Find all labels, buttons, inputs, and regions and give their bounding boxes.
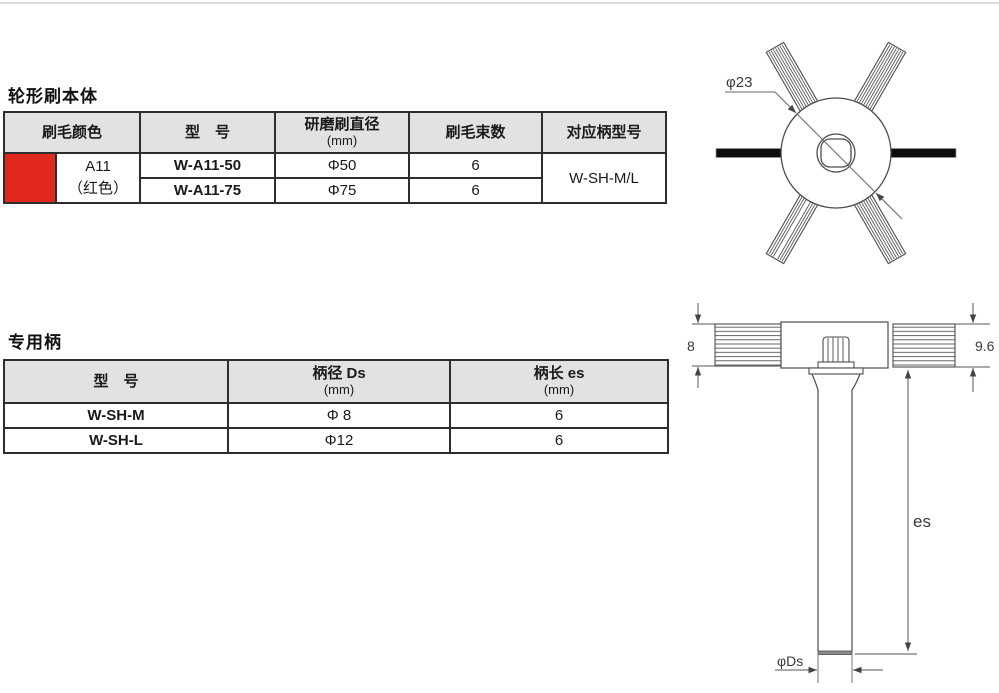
color-name: （红色） [68, 180, 129, 197]
hub-bore-keyed-hole [820, 138, 852, 168]
shank-length-label: es [913, 512, 931, 531]
bristle-bundle [765, 41, 821, 116]
model-cell: W-SH-M [3, 402, 229, 429]
handle-collar [808, 367, 864, 375]
model-cell: W-A11-75 [139, 177, 277, 204]
right-width-dimension [955, 303, 990, 392]
col-header-ds-label: 柄径 Ds [312, 365, 366, 383]
brush-section-title: 轮形刷本体 [8, 87, 98, 106]
es-cell: 6 [449, 427, 669, 454]
model-cell: W-SH-L [3, 427, 229, 454]
handle-section-title: 专用柄 [8, 333, 62, 352]
bristle-bar-left [715, 148, 787, 158]
bristle-bar-right [885, 148, 957, 158]
table-header-row: 刷毛颜色 型 号 研磨刷直径 (mm) 刷毛束数 对应柄型号 [2, 111, 668, 154]
table-row: W-SH-M Φ 8 6 [3, 402, 669, 429]
es-cell: 6 [449, 402, 669, 429]
hub-diameter-dimension [725, 91, 903, 220]
col-header-diameter-unit: (mm) [326, 132, 358, 148]
left-width-dimension [692, 303, 715, 388]
bundle-count-cell: 6 [408, 177, 544, 204]
bristle-bundle [765, 190, 821, 265]
diameter-cell: Φ75 [274, 177, 411, 204]
color-code-cell: A11 （红色） [54, 152, 142, 204]
col-header-model: 型 号 [3, 359, 229, 404]
right-width-label: 9.6 [975, 338, 995, 354]
shaft-knurled-tip [817, 336, 855, 369]
brush-spec-table: 刷毛颜色 型 号 研磨刷直径 (mm) 刷毛束数 对应柄型号 A11 （红色） … [2, 111, 668, 204]
handle-model-cell: W-SH-M/L [541, 152, 668, 204]
ds-cell: Φ 8 [227, 402, 451, 429]
shank-extension-lines [817, 655, 853, 683]
diameter-cell: Φ50 [274, 152, 411, 179]
table-header-row: 型 号 柄径 Ds (mm) 柄长 es (mm) [3, 359, 669, 404]
col-header-shank-length: 柄长 es (mm) [449, 359, 669, 404]
col-header-es-unit: (mm) [543, 381, 575, 397]
table-row: A11 （红色） W-A11-50 Φ50 6 W-SH-M/L [3, 152, 668, 204]
col-header-diameter-label: 研磨刷直径 [304, 116, 380, 134]
table-row: W-SH-L Φ12 6 [3, 427, 669, 454]
color-code: A11 [85, 158, 111, 176]
col-header-es-label: 柄长 es [533, 365, 585, 383]
ds-cell: Φ12 [227, 427, 451, 454]
shank-diameter-label: φDs [777, 653, 803, 669]
col-header-handle-model: 对应柄型号 [541, 111, 668, 154]
bristle-bundles-diagonal [765, 41, 907, 265]
col-header-bristle-color: 刷毛颜色 [2, 111, 142, 154]
page-top-rule [0, 2, 999, 4]
handle-side-view-drawing: 8 9.6 es φDs [687, 303, 995, 683]
col-header-diameter: 研磨刷直径 (mm) [274, 111, 411, 154]
table-row: W-A11-75 Φ75 6 [4, 177, 666, 204]
col-header-ds-unit: (mm) [323, 381, 355, 397]
col-header-shank-diameter: 柄径 Ds (mm) [227, 359, 451, 404]
handle-shank [811, 373, 861, 655]
col-header-model: 型 号 [139, 111, 277, 154]
model-cell: W-A11-50 [139, 152, 277, 179]
handle-spec-table: 型 号 柄径 Ds (mm) 柄长 es (mm) W-SH-M Φ 8 6 W… [3, 359, 669, 454]
hub-diameter-label: φ23 [726, 74, 752, 91]
left-width-label: 8 [687, 338, 695, 354]
col-header-bundle-count: 刷毛束数 [408, 111, 544, 154]
bristles-right-side-view [892, 323, 956, 368]
bundle-count-cell: 6 [408, 152, 544, 179]
color-swatch [3, 152, 57, 204]
wheel-brush-top-view-drawing: φ23 [715, 41, 957, 265]
bristles-left-side-view [714, 323, 782, 367]
